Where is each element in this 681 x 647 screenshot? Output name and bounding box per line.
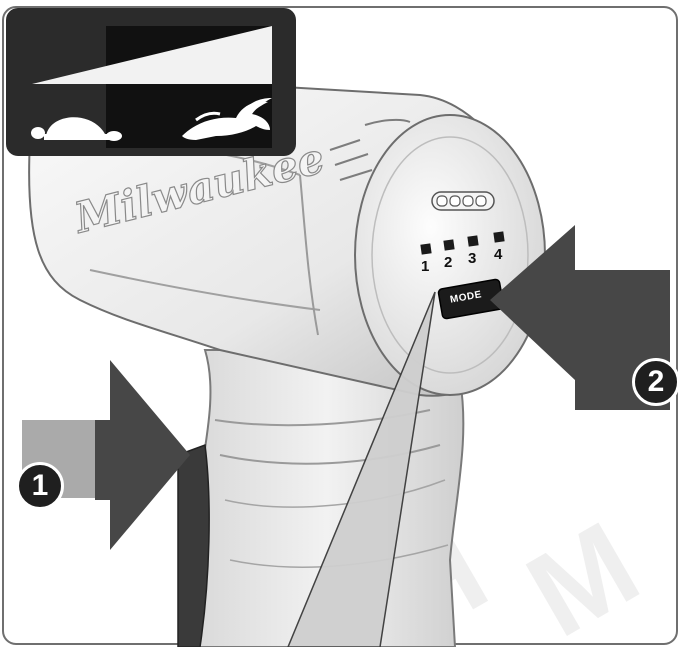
indicator-label-3: 3 bbox=[468, 250, 476, 267]
callout-1: 1 bbox=[16, 462, 64, 510]
rabbit-icon bbox=[176, 96, 276, 142]
turtle-icon bbox=[28, 106, 128, 142]
indicator-label-2: 2 bbox=[444, 254, 452, 271]
svg-text:M: M bbox=[506, 496, 660, 647]
indicator-label-1: 1 bbox=[421, 258, 429, 275]
callout-2: 2 bbox=[632, 358, 680, 406]
indicator-label-4: 4 bbox=[494, 246, 502, 263]
